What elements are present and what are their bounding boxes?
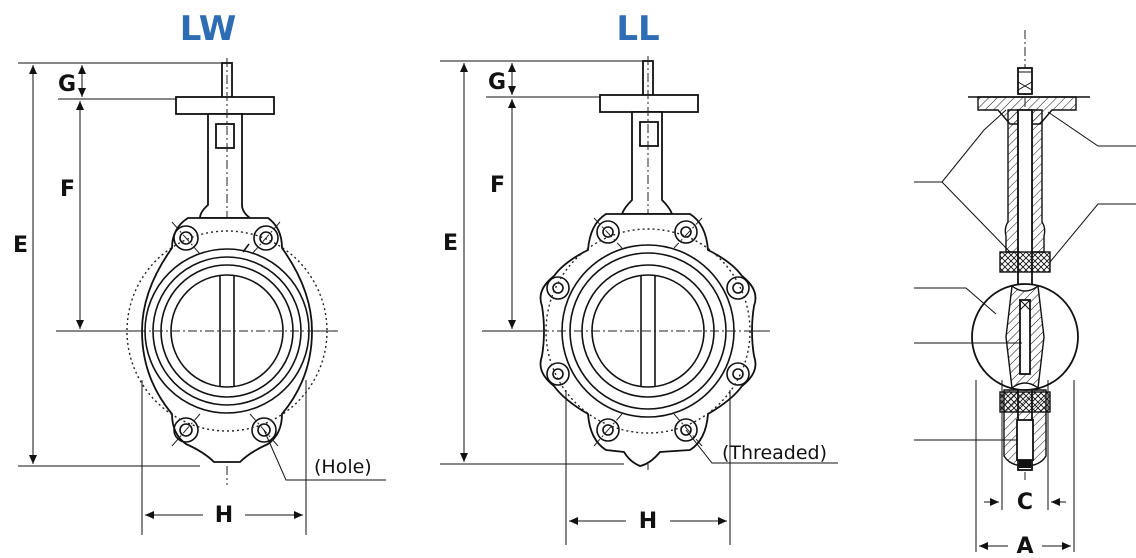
lw-title: LW	[180, 9, 237, 49]
lw-hole-note: (Hole)	[314, 456, 372, 478]
ll-g-label: G	[488, 70, 506, 95]
ll-h-label: H	[639, 509, 657, 534]
lw-h-label: H	[215, 503, 233, 528]
section-view: C A	[914, 30, 1136, 558]
lw-g-label: G	[58, 72, 76, 97]
ll-threaded-note: (Threaded)	[722, 442, 827, 464]
ll-f-label: F	[490, 173, 505, 198]
ll-title: LL	[616, 9, 659, 49]
ll-view: LL E G F	[440, 9, 838, 545]
lw-f-label: F	[60, 177, 75, 202]
lw-e-label: E	[13, 233, 28, 258]
lw-view: LW E G F	[13, 9, 386, 535]
section-a-label: A	[1016, 534, 1033, 558]
ll-e-label: E	[443, 231, 458, 256]
section-c-label: C	[1017, 490, 1033, 515]
